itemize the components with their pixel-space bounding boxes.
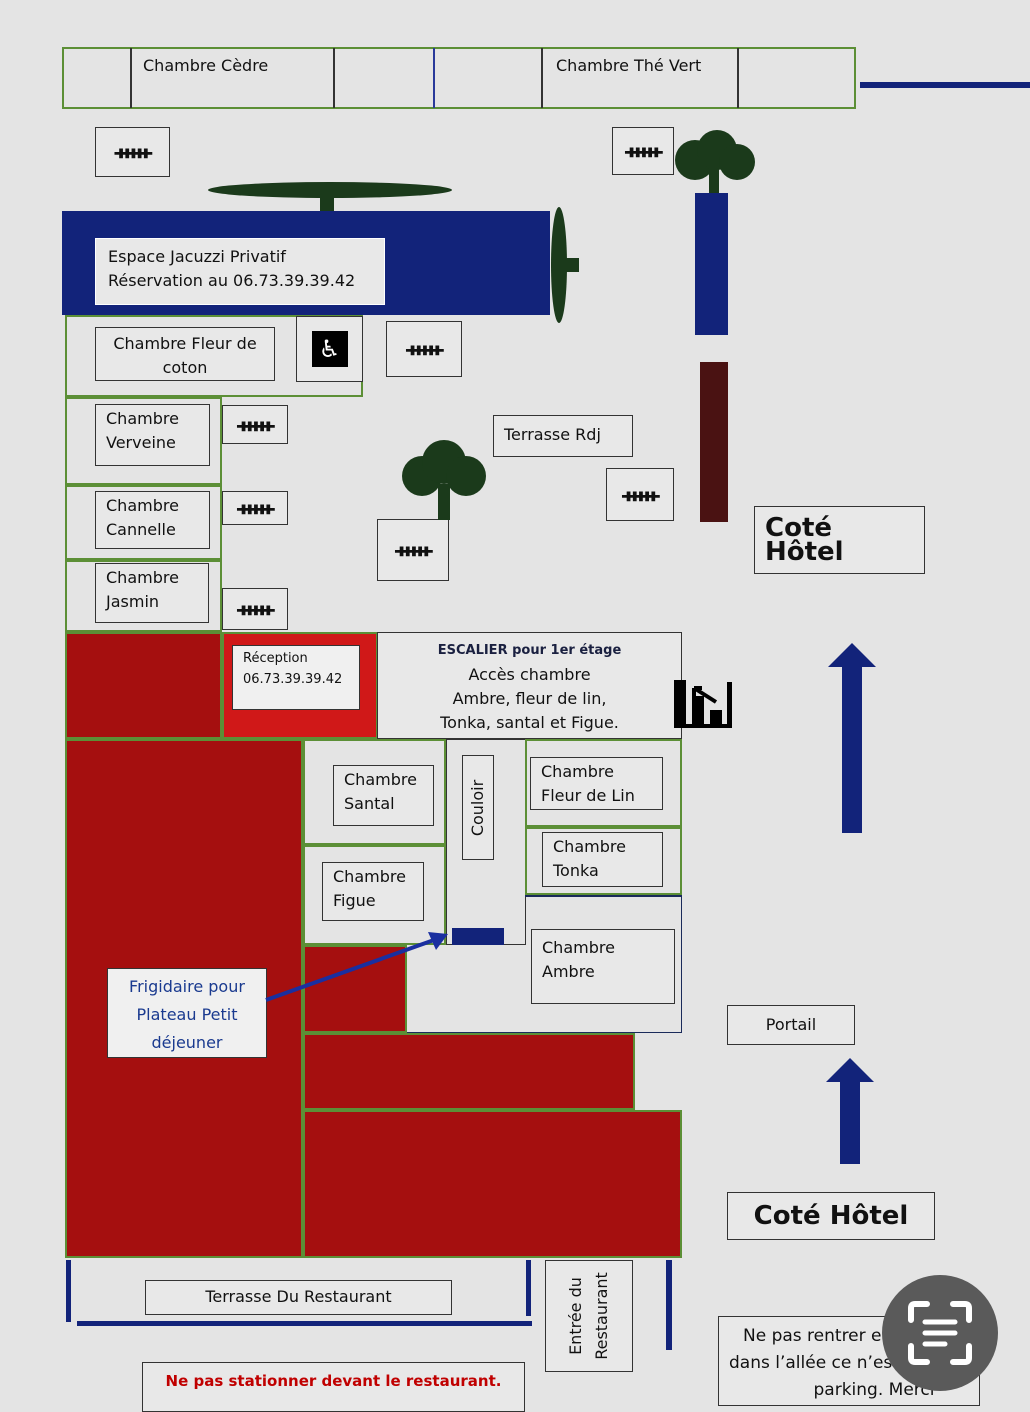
table-icon: ᚔ (606, 468, 674, 521)
divider (433, 48, 435, 108)
accessible-box: ♿ (296, 316, 363, 382)
room-area-ambre (407, 895, 682, 1033)
terrasse-restaurant: Terrasse Du Restaurant (145, 1280, 452, 1315)
red-area (303, 945, 407, 1033)
boundary-line (77, 1321, 532, 1326)
tree-icon (551, 207, 579, 323)
table-icon: ᚔ (222, 405, 288, 444)
boundary-line (860, 82, 1030, 88)
room-cedre: Chambre Cèdre (143, 56, 269, 75)
tree-icon (675, 130, 755, 194)
boundary-line (66, 1260, 71, 1322)
arrow-up-icon (826, 1058, 874, 1164)
room-area-verveine (65, 397, 222, 485)
table-icon: ᚔ (612, 127, 674, 175)
terrasse-rdj: Terrasse Rdj (493, 415, 633, 457)
room-area-tonka (525, 827, 682, 895)
escalier-text: Ambre, fleur de lin, (452, 689, 607, 708)
boundary-line (526, 1260, 531, 1316)
divider (525, 895, 682, 897)
divider (130, 48, 132, 108)
couloir-label: Couloir (462, 755, 494, 860)
fridge (452, 928, 504, 945)
arrow-up-icon (828, 643, 876, 833)
dark-bar (700, 362, 728, 522)
room-area-fleur-lin (525, 739, 682, 827)
parking-warning: Ne pas stationner devant le restaurant. (142, 1362, 525, 1412)
divider (333, 48, 335, 108)
top-rooms-strip (62, 47, 856, 109)
scan-text-icon (908, 1301, 972, 1365)
room-fleur-coton: Chambre Fleur de coton (95, 327, 275, 381)
boundary-line (666, 1260, 672, 1350)
table-icon: ᚔ (222, 588, 288, 630)
cote-hotel-label: Coté Hôtel (754, 506, 925, 574)
table-icon: ᚔ (386, 321, 462, 377)
scan-text-button[interactable] (882, 1275, 998, 1391)
tree-icon (208, 182, 452, 212)
table-icon: ᚔ (377, 519, 449, 581)
escalier-text: Tonka, santal et Figue. (440, 713, 619, 732)
divider (541, 48, 543, 108)
portail-label: Portail (727, 1005, 855, 1045)
red-area (303, 1110, 682, 1258)
arrow-icon (265, 932, 448, 1002)
room-area-jasmin (65, 560, 222, 632)
cote-hotel-label-2: Coté Hôtel (727, 1192, 935, 1240)
wheelchair-icon: ♿ (311, 331, 348, 367)
table-icon: ᚔ (222, 491, 288, 525)
escalier-text: Accès chambre (468, 665, 591, 684)
tree-icon (402, 440, 486, 520)
red-area (65, 632, 222, 739)
blue-bar (695, 193, 728, 335)
escalier-title: ESCALIER pour 1er étage (437, 643, 622, 658)
escalier-area: ESCALIER pour 1er étage Accès chambre Am… (377, 632, 682, 739)
table-icon: ᚔ (95, 127, 170, 177)
room-area-cannelle (65, 485, 222, 560)
room-area-santal (303, 739, 446, 845)
room-the-vert: Chambre Thé Vert (556, 56, 702, 75)
divider (737, 48, 739, 108)
room-area-figue (303, 845, 446, 945)
stairs-icon (674, 680, 732, 728)
red-area (303, 1033, 635, 1110)
